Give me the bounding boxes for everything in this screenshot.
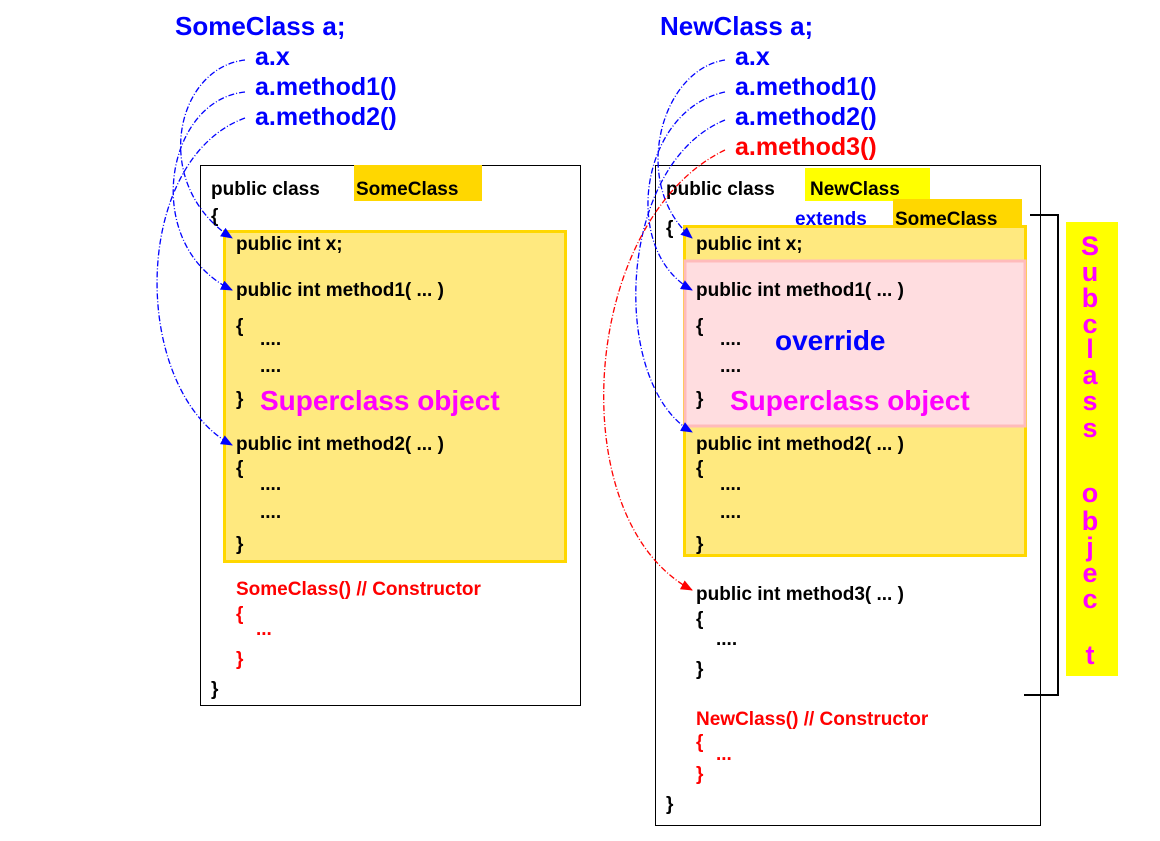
dots: .... — [720, 356, 741, 377]
dots: ... — [256, 619, 272, 640]
right-class-keyword: public class — [666, 179, 775, 200]
left-method2: public int method2( ... ) — [236, 434, 444, 455]
left-open-brace: { — [211, 206, 218, 227]
left-superclass-object — [223, 230, 567, 563]
left-class-name: SomeClass — [356, 179, 458, 200]
subclass-label-letter: e — [1082, 558, 1097, 588]
brace: { — [696, 732, 703, 753]
extends-keyword: extends — [795, 209, 867, 230]
brace: { — [696, 458, 703, 479]
arrow-right-x — [657, 59, 726, 239]
right-declaration: NewClass a; — [660, 11, 813, 41]
left-class-keyword: public class — [211, 179, 320, 200]
arrow-right-method3 — [603, 149, 726, 591]
left-call-method1: a.method1() — [255, 73, 397, 101]
subclass-label-letter: s — [1082, 386, 1097, 416]
override-label: override — [775, 325, 886, 356]
right-constructor: NewClass() // Constructor — [696, 709, 929, 730]
brace: { — [236, 604, 243, 625]
brace: { — [236, 458, 243, 479]
arrow-right-method1 — [647, 91, 726, 291]
right-super-name: SomeClass — [895, 209, 997, 230]
subclass-label-letter: t — [1086, 640, 1095, 670]
subclass-bracket — [1024, 214, 1059, 696]
subclass-label-letter: u — [1082, 257, 1099, 287]
right-call-method2: a.method2() — [735, 103, 877, 131]
dots: .... — [260, 329, 281, 350]
right-close-brace: } — [666, 794, 674, 815]
left-object-label: Superclass object — [260, 385, 500, 416]
dots: .... — [720, 474, 741, 495]
subclass-label-letter: j — [1085, 532, 1094, 562]
subclass-label-letter: S — [1081, 231, 1099, 261]
arrow-right-method2 — [635, 119, 726, 433]
left-declaration: SomeClass a; — [175, 11, 346, 41]
dots: .... — [260, 356, 281, 377]
brace: { — [236, 316, 243, 337]
left-close-brace: } — [211, 679, 219, 700]
subclass-label-letter: l — [1086, 334, 1094, 364]
brace: { — [696, 316, 703, 337]
left-call-x: a.x — [255, 43, 290, 71]
brace: } — [696, 534, 704, 555]
right-field: public int x; — [696, 234, 803, 255]
brace: } — [236, 534, 244, 555]
subclass-object-label-bg — [1066, 222, 1118, 676]
right-open-brace: { — [666, 218, 673, 239]
brace: } — [696, 389, 704, 410]
right-class-name-highlight — [805, 168, 930, 201]
left-class-name-highlight — [354, 165, 482, 201]
subclass-label-letter: a — [1082, 360, 1098, 390]
left-method1: public int method1( ... ) — [236, 280, 444, 301]
right-object-label: Superclass object — [730, 385, 970, 416]
right-method2: public int method2( ... ) — [696, 434, 904, 455]
right-method3: public int method3( ... ) — [696, 584, 904, 605]
dots: .... — [260, 474, 281, 495]
subclass-label-letter: o — [1082, 478, 1099, 508]
right-call-method3: a.method3() — [735, 133, 877, 161]
right-call-method1: a.method1() — [735, 73, 877, 101]
subclass-label-letter: c — [1082, 584, 1097, 614]
left-field: public int x; — [236, 234, 343, 255]
right-call-x: a.x — [735, 43, 770, 71]
dots: .... — [720, 502, 741, 523]
override-region — [683, 259, 1027, 428]
brace: } — [696, 659, 704, 680]
dots: .... — [720, 329, 741, 350]
brace: } — [236, 649, 244, 670]
arrow-left-x — [180, 59, 246, 239]
subclass-label-letter: b — [1082, 506, 1099, 536]
brace: } — [696, 764, 704, 785]
left-constructor: SomeClass() // Constructor — [236, 579, 482, 600]
subclass-label-letter: c — [1082, 309, 1097, 339]
right-class-name: NewClass — [810, 179, 900, 200]
arrow-left-method1 — [172, 91, 246, 291]
arrow-left-method2 — [156, 117, 246, 446]
brace: } — [236, 389, 244, 410]
dots: ... — [716, 744, 732, 765]
dots: .... — [260, 502, 281, 523]
right-method1: public int method1( ... ) — [696, 280, 904, 301]
brace: { — [696, 609, 703, 630]
subclass-label-letter: b — [1082, 283, 1099, 313]
subclass-label-letter: s — [1082, 413, 1097, 443]
dots: .... — [716, 629, 737, 650]
left-call-method2: a.method2() — [255, 103, 397, 131]
